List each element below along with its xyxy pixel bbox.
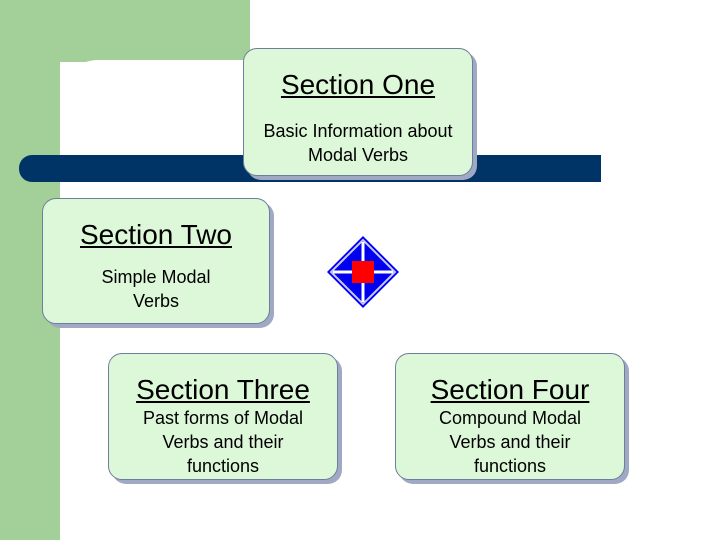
section-two-card[interactable]: Section Two Simple Modal Verbs <box>42 198 270 324</box>
arrow-right-icon <box>378 255 397 289</box>
arrow-left-icon <box>329 255 348 289</box>
four-way-arrow-icon[interactable] <box>325 234 401 310</box>
top-green-band <box>60 0 250 62</box>
section-three-description: Past forms of Modal Verbs and their func… <box>142 408 304 476</box>
section-one-title[interactable]: Section One <box>280 69 436 100</box>
section-one-card[interactable]: Section One Basic Information about Moda… <box>243 48 473 176</box>
section-three-card[interactable]: Section Three Past forms of Modal Verbs … <box>108 353 338 480</box>
section-four-description: Compound Modal Verbs and their functions <box>438 408 582 476</box>
arrow-up-icon <box>346 238 380 257</box>
arrow-down-icon <box>346 287 380 306</box>
section-four-title[interactable]: Section Four <box>430 374 590 405</box>
section-four-card[interactable]: Section Four Compound Modal Verbs and th… <box>395 353 625 480</box>
section-one-description: Basic Information about Modal Verbs <box>263 121 453 165</box>
section-two-title[interactable]: Section Two <box>79 219 233 250</box>
section-two-description: Simple Modal Verbs <box>101 267 211 311</box>
section-three-title[interactable]: Section Three <box>136 374 310 405</box>
center-red-square <box>352 261 374 283</box>
